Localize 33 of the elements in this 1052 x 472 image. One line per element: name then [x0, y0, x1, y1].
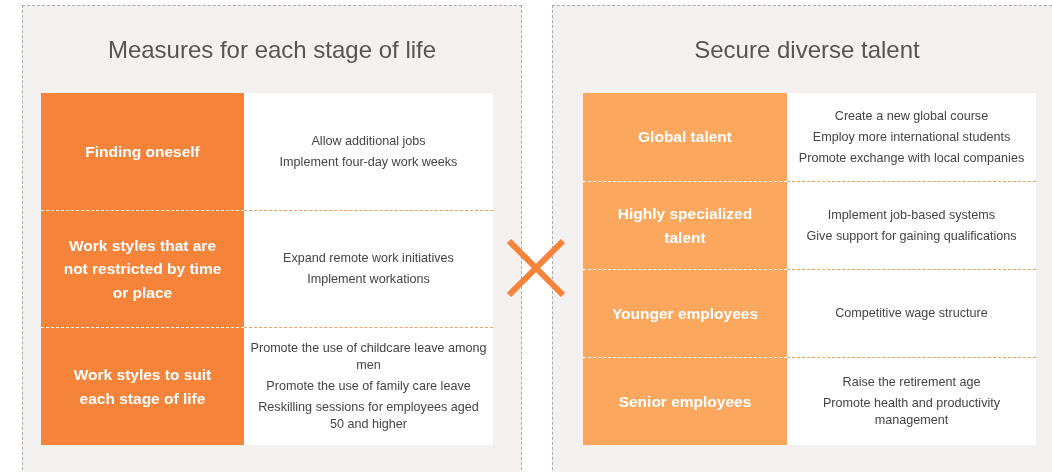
measure-text: Give support for gaining qualifications — [806, 227, 1017, 245]
category-cell: Highly specialized talent — [583, 181, 787, 269]
category-cell: Senior employees — [583, 357, 787, 445]
panel — [22, 5, 522, 472]
measure-text: Raise the retirement age — [842, 374, 981, 391]
measure-text: Reskilling sessions for employees aged 50 and higher — [257, 399, 480, 433]
measures-cell — [787, 269, 1036, 357]
category-cell: Global talent — [583, 93, 787, 181]
measure-text: Implement four-day work weeks — [279, 153, 458, 171]
panel — [552, 5, 1052, 472]
measures-cell — [244, 93, 493, 210]
category-cell: Work styles that are not restricted by time or place — [41, 210, 244, 327]
measure-text: Expand remote work initiatives — [283, 250, 454, 267]
panel-title: Secure diverse talent — [693, 36, 921, 64]
measure-text: Competitive wage structure — [835, 305, 988, 322]
measures-cell — [244, 210, 493, 327]
measure-text: Employ more international students — [812, 128, 1011, 146]
category-cell: Finding oneself — [41, 93, 244, 210]
category-cell: Younger employees — [583, 269, 787, 357]
measure-text: Promote exchange with local companies — [798, 149, 1025, 167]
panel-title: Measures for each stage of life — [106, 36, 438, 64]
measures-cell — [787, 357, 1036, 445]
measure-text: Implement workations — [307, 271, 430, 288]
measure-text: Implement job-based systems — [827, 206, 996, 224]
measures-cell — [244, 327, 493, 445]
measures-cell — [787, 93, 1036, 181]
measure-text: Promote the use of family care leave — [266, 378, 471, 395]
measures-cell — [787, 181, 1036, 269]
measure-text: Promote health and productivity management — [821, 395, 1002, 429]
category-cell: Work styles to suit each stage of life — [41, 327, 244, 445]
measure-text: Allow additional jobs — [311, 132, 426, 150]
measure-text: Promote the use of childcare leave among men — [250, 340, 487, 374]
measure-text: Create a new global course — [834, 107, 989, 125]
